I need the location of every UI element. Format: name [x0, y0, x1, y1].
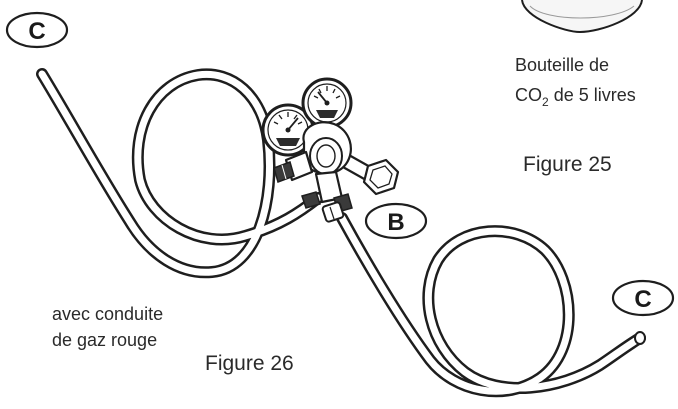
callout-c-top-left: C: [5, 11, 69, 49]
right-gas-hose: [336, 212, 646, 398]
co2-regulator: [261, 77, 400, 223]
left-gas-hose: [36, 68, 324, 279]
svg-text:C: C: [28, 18, 45, 45]
cylinder-label-line2: CO2 de 5 livres: [515, 85, 636, 109]
figure-26-caption: Figure 26: [205, 352, 294, 375]
callout-c-bottom-right: C: [611, 279, 675, 317]
callout-b: B: [364, 202, 428, 240]
hose-note: avec conduite de gaz rouge: [52, 304, 163, 350]
hose-end-opening: [634, 331, 646, 345]
svg-text:B: B: [387, 209, 404, 236]
cylinder-label: Bouteille de CO2 de 5 livres: [515, 55, 636, 109]
hose-note-line2: de gaz rouge: [52, 330, 157, 350]
cylinder-label-line1: Bouteille de: [515, 55, 609, 75]
right-pressure-gauge-icon: [301, 77, 353, 129]
co2-cylinder-base: [521, 0, 643, 34]
figure-25-caption: Figure 25: [523, 153, 612, 176]
hose-note-line1: avec conduite: [52, 304, 163, 324]
svg-text:C: C: [634, 286, 651, 313]
